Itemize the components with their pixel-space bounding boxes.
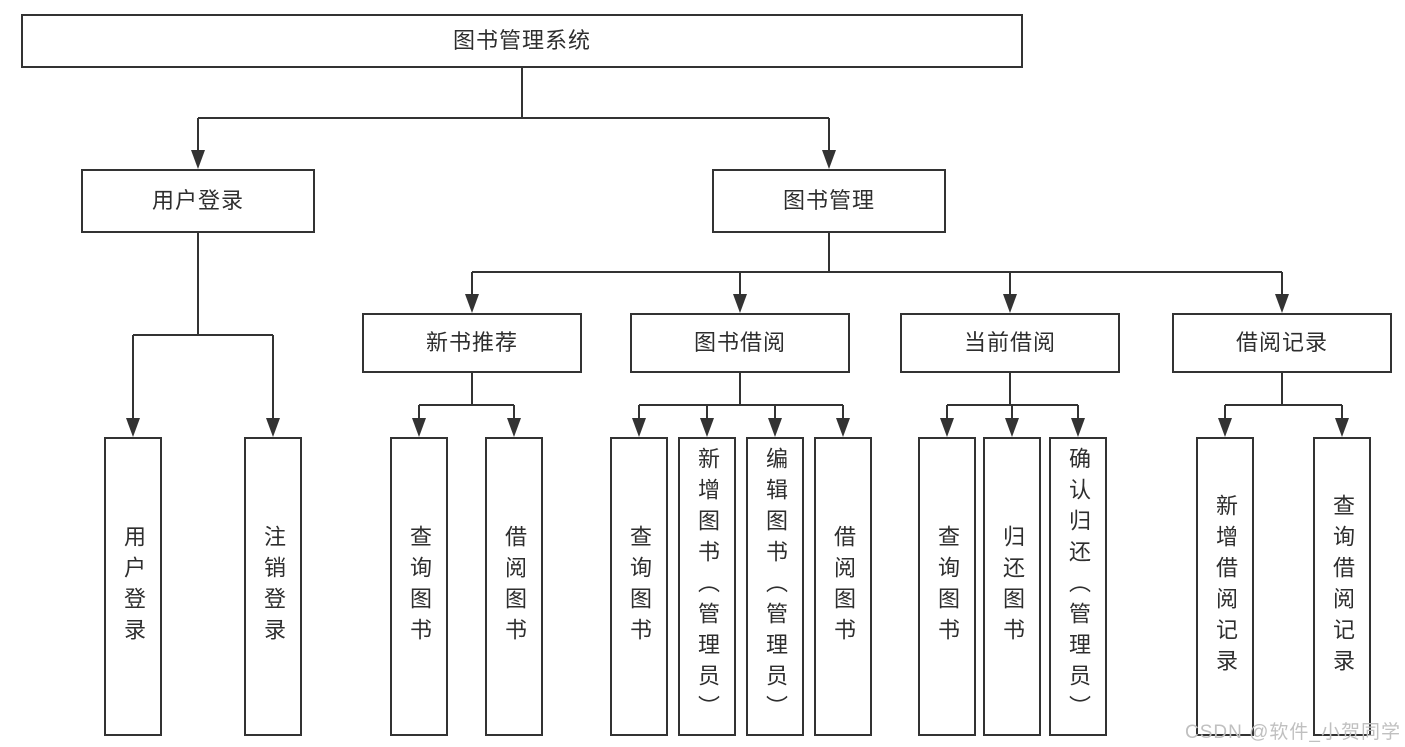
leaf-add-books-admin-label: 新增图书（管理员） bbox=[695, 447, 720, 726]
leaf-query-books-current-label: 查询图书 bbox=[935, 524, 960, 649]
arrowhead bbox=[126, 418, 140, 437]
arrowhead bbox=[507, 418, 521, 437]
arrowhead bbox=[1275, 294, 1289, 313]
arrowhead bbox=[1005, 418, 1019, 437]
arrowhead bbox=[1003, 294, 1017, 313]
node-book-management: 图书管理 bbox=[712, 169, 946, 233]
leaf-edit-books-admin: 编辑图书（管理员） bbox=[746, 437, 804, 736]
node-borrowing-records: 借阅记录 bbox=[1172, 313, 1392, 373]
leaf-user-login-label: 用户登录 bbox=[121, 524, 146, 649]
node-book-borrowing: 图书借阅 bbox=[630, 313, 850, 373]
node-current-borrowing: 当前借阅 bbox=[900, 313, 1120, 373]
arrowhead bbox=[940, 418, 954, 437]
leaf-query-books-borrowing-label: 查询图书 bbox=[627, 524, 652, 649]
leaf-add-books-admin: 新增图书（管理员） bbox=[678, 437, 736, 736]
arrowhead bbox=[1335, 418, 1349, 437]
arrowhead bbox=[632, 418, 646, 437]
arrowhead bbox=[822, 150, 836, 169]
leaf-logout-login: 注销登录 bbox=[244, 437, 302, 736]
node-new-book-recommend-label: 新书推荐 bbox=[425, 329, 518, 355]
leaf-borrow-books-borrowing: 借阅图书 bbox=[814, 437, 872, 736]
leaf-borrow-books-recommend: 借阅图书 bbox=[485, 437, 543, 736]
arrowhead bbox=[465, 294, 479, 313]
leaf-add-borrow-record: 新增借阅记录 bbox=[1196, 437, 1254, 736]
leaf-edit-books-admin-label: 编辑图书（管理员） bbox=[763, 447, 788, 726]
arrowhead bbox=[733, 294, 747, 313]
arrowhead bbox=[266, 418, 280, 437]
leaf-borrow-books-recommend-label: 借阅图书 bbox=[502, 524, 527, 649]
leaf-query-books-recommend-label: 查询图书 bbox=[407, 524, 432, 649]
node-library-management-system-label: 图书管理系统 bbox=[452, 27, 591, 53]
leaf-query-books-recommend: 查询图书 bbox=[390, 437, 448, 736]
node-current-borrowing-label: 当前借阅 bbox=[963, 329, 1056, 355]
leaf-borrow-books-borrowing-label: 借阅图书 bbox=[831, 524, 856, 649]
leaf-query-borrow-record-label: 查询借阅记录 bbox=[1330, 493, 1355, 680]
leaf-return-books-label: 归还图书 bbox=[1000, 524, 1025, 649]
node-book-management-label: 图书管理 bbox=[782, 187, 875, 213]
leaf-query-books-current: 查询图书 bbox=[918, 437, 976, 736]
node-book-borrowing-label: 图书借阅 bbox=[693, 329, 786, 355]
node-user-login-label: 用户登录 bbox=[151, 187, 244, 213]
leaf-add-borrow-record-label: 新增借阅记录 bbox=[1213, 493, 1238, 680]
leaf-query-books-borrowing: 查询图书 bbox=[610, 437, 668, 736]
leaf-confirm-return-admin-label: 确认归还（管理员） bbox=[1066, 447, 1091, 726]
csdn-watermark: CSDN @软件_小贺同学 bbox=[1185, 722, 1401, 743]
node-new-book-recommend: 新书推荐 bbox=[362, 313, 582, 373]
node-user-login: 用户登录 bbox=[81, 169, 315, 233]
arrowhead bbox=[191, 150, 205, 169]
node-borrowing-records-label: 借阅记录 bbox=[1235, 329, 1328, 355]
node-library-management-system: 图书管理系统 bbox=[21, 14, 1023, 68]
leaf-user-login: 用户登录 bbox=[104, 437, 162, 736]
arrowhead bbox=[1218, 418, 1232, 437]
arrowhead bbox=[412, 418, 426, 437]
leaf-confirm-return-admin: 确认归还（管理员） bbox=[1049, 437, 1107, 736]
arrowhead bbox=[836, 418, 850, 437]
arrowhead bbox=[1071, 418, 1085, 437]
arrowhead bbox=[700, 418, 714, 437]
leaf-logout-login-label: 注销登录 bbox=[261, 524, 286, 649]
leaf-return-books: 归还图书 bbox=[983, 437, 1041, 736]
leaf-query-borrow-record: 查询借阅记录 bbox=[1313, 437, 1371, 736]
arrowhead bbox=[768, 418, 782, 437]
